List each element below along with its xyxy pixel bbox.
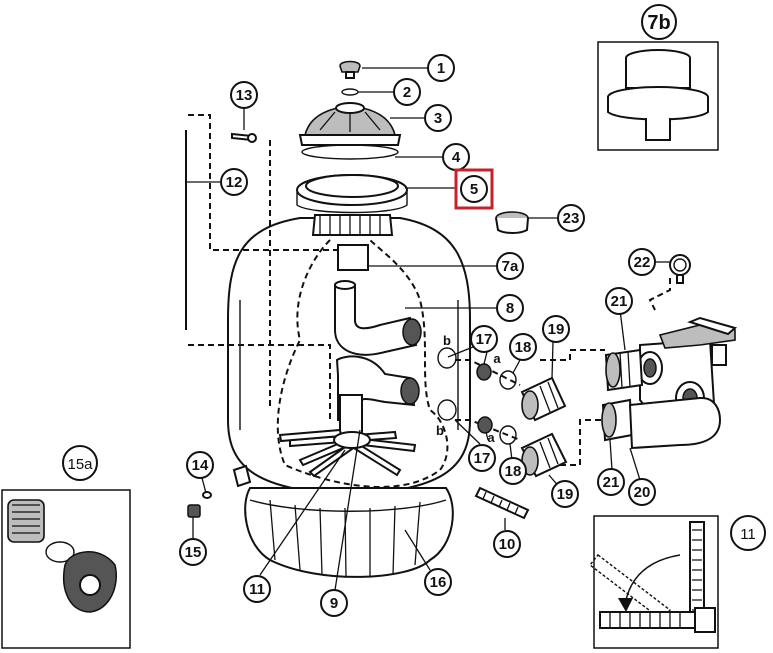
part-14-part <box>202 491 212 499</box>
callout-15: 15 <box>179 538 207 566</box>
svg-text:18: 18 <box>505 463 522 480</box>
callout-14: 14 <box>186 451 214 479</box>
inset-15a: 15a <box>1 445 131 649</box>
svg-text:8: 8 <box>506 300 514 317</box>
svg-text:11: 11 <box>740 526 756 543</box>
callout-19-top: 19 <box>542 315 570 343</box>
internal-pipes <box>278 280 422 478</box>
part-4-seal <box>301 144 399 160</box>
guide-line-right-lower <box>455 419 521 441</box>
callout-5-highlighted: 5 <box>454 168 494 210</box>
callout-10: 10 <box>493 530 521 558</box>
svg-text:21: 21 <box>603 474 620 491</box>
svg-text:7b: 7b <box>647 12 670 34</box>
callout-11: 11 <box>243 575 271 603</box>
svg-text:3: 3 <box>434 110 442 127</box>
callout-2: 2 <box>393 78 421 106</box>
callout-18-bottom: 18 <box>499 457 527 485</box>
callout-4: 4 <box>442 143 470 171</box>
svg-text:20: 20 <box>634 484 651 501</box>
svg-text:15: 15 <box>185 544 202 561</box>
callout-21-bottom: 21 <box>597 468 625 496</box>
svg-text:19: 19 <box>548 321 565 338</box>
part-17a-ring-top <box>476 363 492 381</box>
callout-8: 8 <box>496 294 524 322</box>
part-7a <box>337 244 369 271</box>
part-18-ring-bottom <box>499 425 517 445</box>
callout-23: 23 <box>557 204 585 232</box>
svg-text:15a: 15a <box>67 456 93 473</box>
callout-17-bottom: 17 <box>468 444 496 472</box>
part-21-union-top <box>604 348 644 392</box>
callout-19-bottom: 19 <box>551 480 579 508</box>
svg-text:21: 21 <box>611 293 628 310</box>
leader-lines <box>186 67 670 591</box>
guide-line-gauge <box>648 278 671 311</box>
part-19-union-top <box>520 376 567 422</box>
callout-9: 9 <box>320 589 348 617</box>
part-10-lateral <box>474 486 530 520</box>
svg-text:14: 14 <box>192 457 209 474</box>
callout-20: 20 <box>628 478 656 506</box>
part-20-elbow-pipe <box>628 396 722 450</box>
svg-text:19: 19 <box>557 486 574 503</box>
part-19-union-bottom <box>520 432 568 478</box>
label-b-bottom: b <box>436 423 444 438</box>
callout-1: 1 <box>427 54 455 82</box>
svg-text:5: 5 <box>470 181 478 198</box>
callout-22: 22 <box>628 248 656 276</box>
label-b-top: b <box>443 333 451 348</box>
part-15-plug <box>187 504 201 518</box>
callout-3: 3 <box>424 104 452 132</box>
svg-text:9: 9 <box>330 595 338 612</box>
callout-21-top: 21 <box>605 287 633 315</box>
drain-plug-15a <box>7 499 117 613</box>
part-1-knob <box>339 60 361 79</box>
guide-line-valve-lower <box>560 419 605 466</box>
label-a-bottom: a <box>487 430 495 445</box>
callout-7a: 7a <box>496 252 524 280</box>
sand-level-outline <box>276 239 449 488</box>
callout-12: 12 <box>220 168 248 196</box>
svg-text:18: 18 <box>515 339 532 356</box>
callout-18-top: 18 <box>509 333 537 361</box>
svg-text:17: 17 <box>474 450 491 467</box>
inset-11: 11 <box>589 515 766 649</box>
svg-text:12: 12 <box>226 174 243 191</box>
svg-text:11: 11 <box>249 581 265 598</box>
part-23-cap <box>495 211 529 234</box>
svg-text:13: 13 <box>236 87 253 104</box>
label-a-top: a <box>493 351 501 366</box>
svg-text:7a: 7a <box>502 258 519 275</box>
inset-7b: 7b <box>597 4 719 151</box>
part-17b-oring-top <box>437 347 457 369</box>
part-18-ring-top <box>499 370 517 390</box>
guide-line-valve <box>540 349 605 361</box>
svg-text:16: 16 <box>430 574 447 591</box>
part-13-screw <box>231 132 257 143</box>
callout-17-top: 17 <box>470 325 498 353</box>
svg-text:2: 2 <box>403 84 411 101</box>
part-17b-oring-bottom <box>437 399 457 421</box>
svg-text:1: 1 <box>437 60 445 77</box>
part-3-lid <box>298 102 402 146</box>
svg-text:23: 23 <box>563 210 580 227</box>
svg-text:10: 10 <box>499 536 516 553</box>
part-17a-ring-bottom <box>477 416 493 434</box>
svg-text:4: 4 <box>452 149 461 166</box>
callout-13: 13 <box>230 81 258 109</box>
guide-line-right-upper <box>455 359 521 386</box>
part-5-ring <box>296 174 408 214</box>
svg-text:17: 17 <box>476 331 493 348</box>
tank-base <box>244 487 454 578</box>
callout-16: 16 <box>424 568 452 596</box>
part-22-gauge <box>669 254 691 284</box>
guide-line-8 <box>188 344 331 420</box>
guide-line-12 <box>188 114 350 251</box>
part-2-oring <box>341 88 359 96</box>
part-21-union-bottom <box>601 398 634 442</box>
svg-text:22: 22 <box>634 254 651 271</box>
